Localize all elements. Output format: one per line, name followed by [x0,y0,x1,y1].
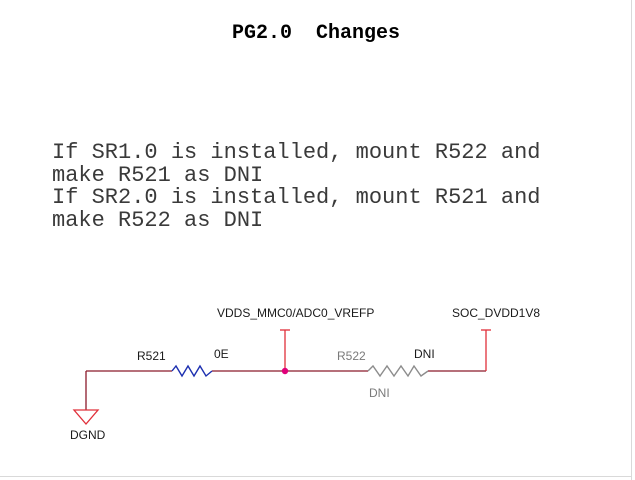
change-notes: If SR1.0 is installed, mount R522 and ma… [52,140,541,233]
net-label-supply: SOC_DVDD1V8 [452,306,540,320]
ground-icon [72,409,100,425]
note-line-2: make R521 as DNI [52,162,264,188]
r521-ref-label: R521 [137,349,166,363]
net-label-vref: VDDS_MMC0/ADC0_VREFP [217,306,374,320]
resistor-r522-icon [367,364,429,378]
r522-ref-label: R522 [337,349,366,363]
page-title: PG2.0 Changes [231,22,401,45]
ground-label: DGND [70,428,106,442]
r522-value-label: DNI [414,347,435,361]
note-line-4: make R522 as DNI [52,207,264,233]
wires [85,370,486,410]
r521-value-label: 0E [214,347,229,361]
junction-dot [281,367,289,375]
power-pins [280,329,491,371]
r522-dni-note: DNI [369,386,390,400]
frame-edge-bottom [0,476,632,477]
note-line-3: If SR2.0 is installed, mount R521 and [52,185,541,210]
note-line-1: If SR1.0 is installed, mount R522 and [52,140,541,165]
resistor-r521-icon [171,364,213,378]
frame-edge-right [631,0,632,480]
